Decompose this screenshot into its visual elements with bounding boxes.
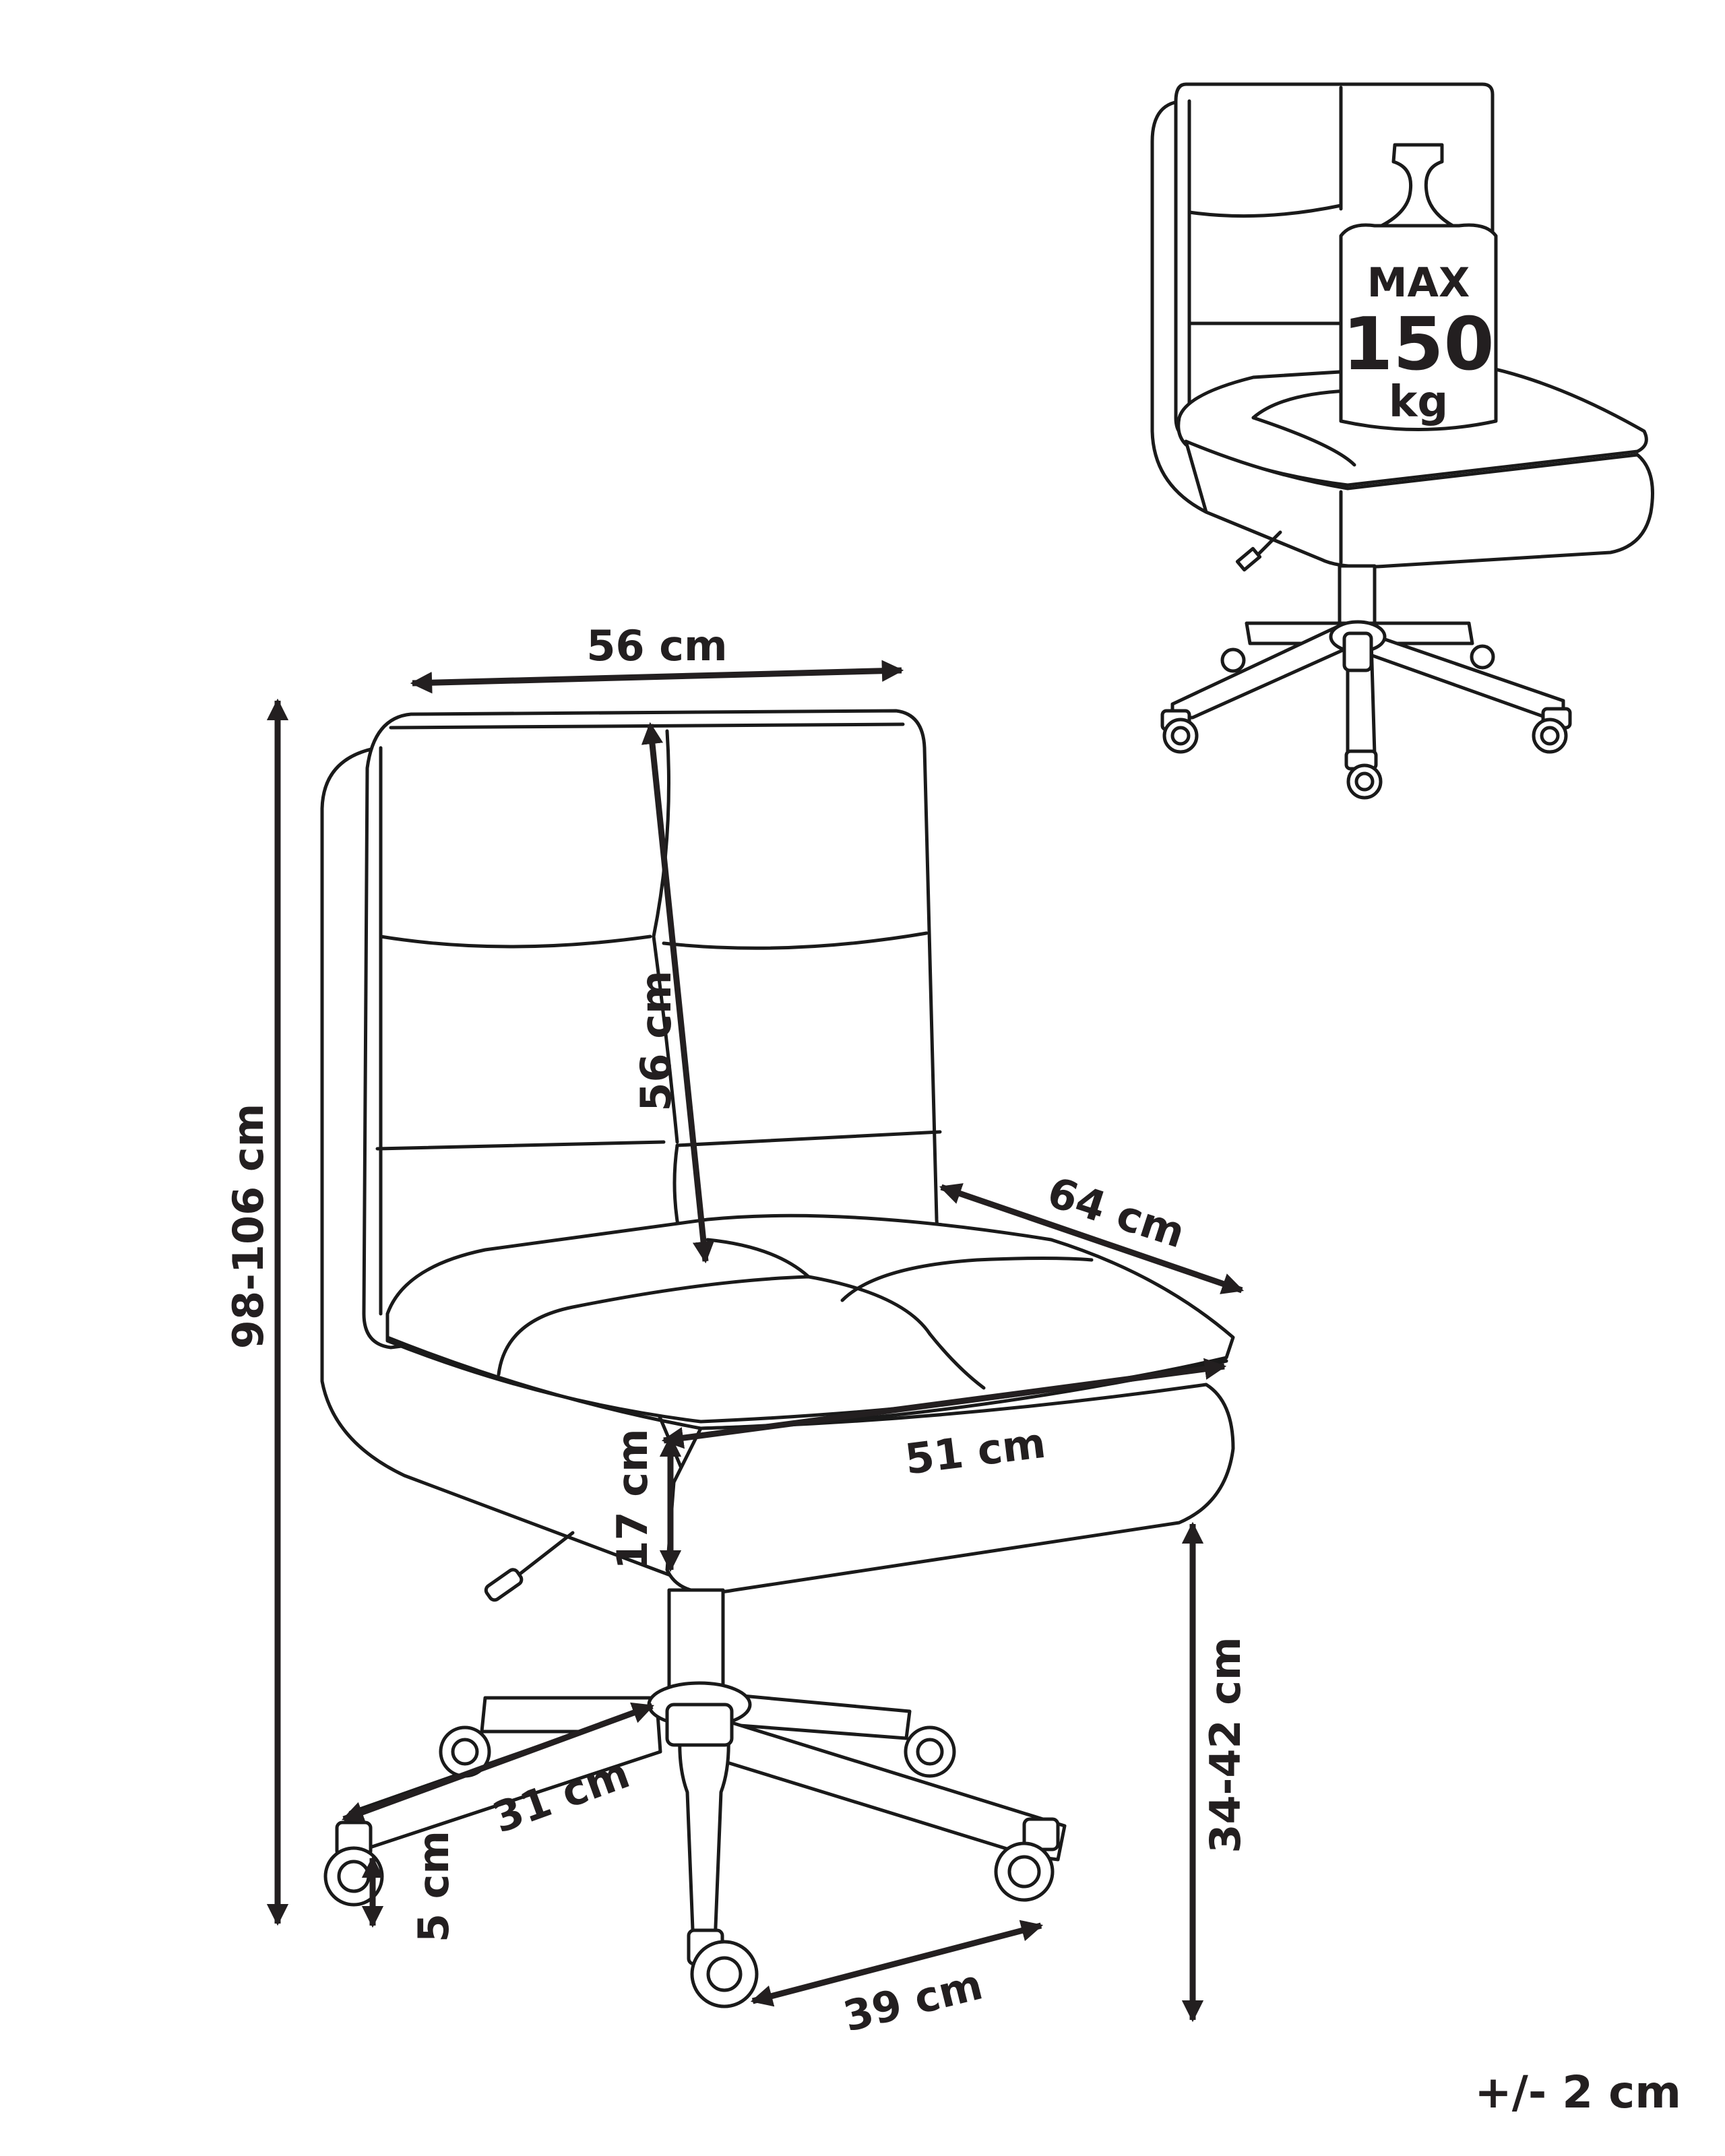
caster-spacing-arrow — [750, 1920, 1044, 2007]
backrest-height-label: 56 cm — [631, 970, 681, 1111]
main-chair — [320, 709, 1235, 2008]
weight-unit-label: kg — [1389, 377, 1448, 427]
seat-height-label: 34-42 cm — [1201, 1637, 1250, 1853]
overall-height-label: 98-106 cm — [224, 1104, 273, 1349]
weight-value-label: 150 — [1342, 303, 1494, 387]
seat-width-arrow — [661, 1358, 1227, 1449]
top-width-arrow — [410, 660, 904, 694]
caster-height-label: 5 cm — [409, 1831, 458, 1942]
seat-depth-arrow — [939, 1183, 1245, 1294]
backrest-height-arrow — [641, 722, 715, 1264]
inset-caster — [1160, 644, 1572, 800]
weight-icon — [1339, 143, 1498, 431]
weight-max-label: MAX — [1367, 259, 1470, 307]
base-radius-arrow — [341, 1702, 655, 1823]
tolerance-note: +/- 2 cm — [1474, 2066, 1681, 2118]
seat-thickness-label: 17 cm — [608, 1428, 657, 1569]
inset-chair: MAX 150 kg — [1150, 82, 1654, 800]
top-width-label: 56 cm — [586, 621, 727, 670]
dimension-arrows — [266, 660, 1245, 2023]
